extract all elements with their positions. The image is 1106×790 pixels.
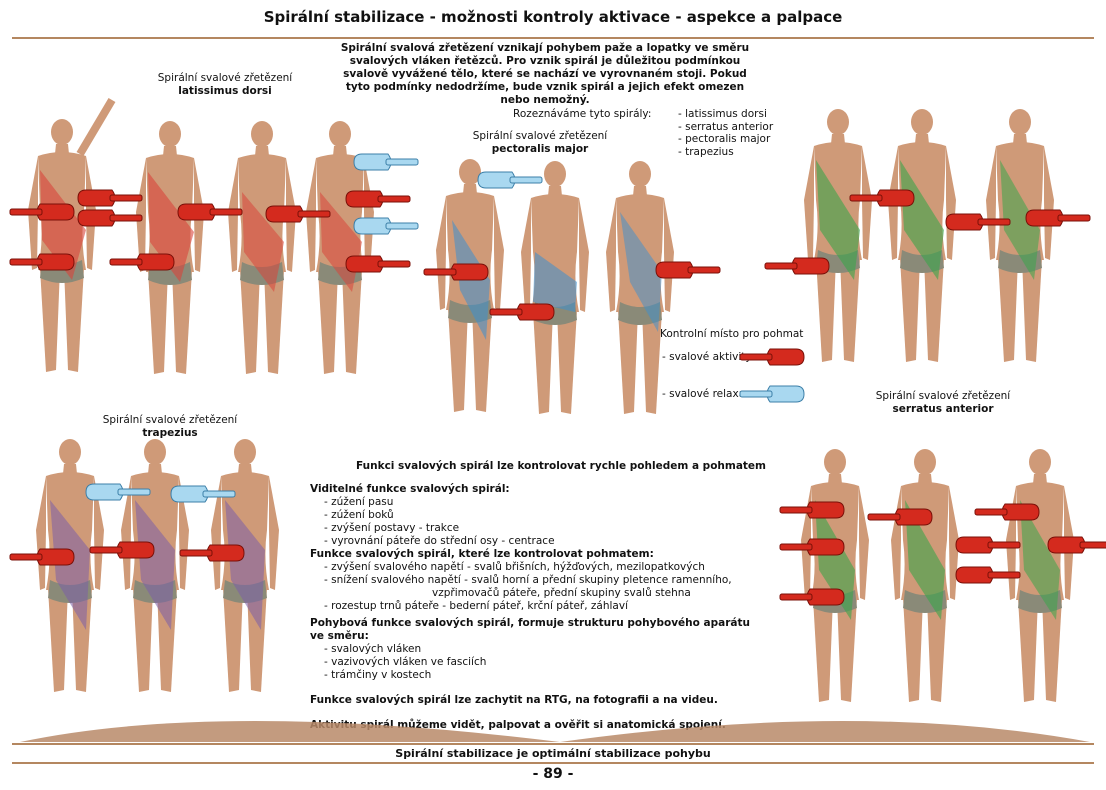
- list-item: - trámčiny v kostech: [324, 669, 432, 681]
- list-item: vzpřimovačů páteře, přední skupiny svalů…: [432, 587, 691, 599]
- page-number: - 89 -: [532, 766, 574, 782]
- caption-latissimus: Spirální svalové zřetězení latissimus do…: [157, 72, 293, 97]
- list-item: - trapezius: [678, 145, 734, 158]
- activity-hand-icon: [345, 190, 411, 208]
- footer-divider-top: [12, 743, 1094, 745]
- list-item: - zúžení boků: [324, 509, 394, 521]
- figure-serratus-3: [986, 109, 1054, 362]
- list-item: - vyrovnání páteře do střední osy - cent…: [324, 535, 555, 547]
- activity-hand-icon: [779, 501, 845, 519]
- activity-hand-icon: [179, 544, 245, 562]
- figure-latissimus-1: [28, 97, 116, 372]
- legend-relax-label: - svalové relaxace: [662, 388, 758, 400]
- spiral-list: - latissimus dorsi - serratus anterior -…: [678, 108, 773, 158]
- activity-hand-icon: [9, 253, 75, 271]
- figure-trapezius-1: [36, 439, 104, 692]
- relax-hand-icon: [170, 485, 236, 503]
- legend-title: Kontrolní místo pro pohmat: [660, 328, 804, 340]
- relax-hand-icon: [353, 153, 419, 171]
- figure-trapezius-3: [211, 439, 279, 692]
- legend-activity-icon: [739, 348, 805, 366]
- relax-hand-icon: [85, 483, 151, 501]
- list-item: - rozestup trnů páteře - bederní páteř, …: [324, 600, 628, 612]
- figure-latissimus-3: [228, 121, 296, 374]
- list-item: - zúžení pasu: [324, 496, 394, 508]
- activity-hand-icon: [9, 548, 75, 566]
- activity-hand-icon: [974, 503, 1040, 521]
- footer-text: Spirální stabilizace je optimální stabil…: [395, 747, 711, 760]
- list-item: - zvýšení svalového napětí - svalů břišn…: [324, 561, 705, 573]
- activity-hand-icon: [177, 203, 243, 221]
- motion-heading: Pohybová funkce svalových spirál, formuj…: [310, 617, 750, 629]
- activity-hand-icon: [77, 189, 143, 207]
- activity-hand-icon: [423, 263, 489, 281]
- function-heading: Funkci svalových spirál lze kontrolovat …: [356, 460, 766, 472]
- intro-paragraph: Spirální svalová zřetězení vznikají pohy…: [340, 42, 750, 106]
- figure-trapezius-2: [121, 439, 189, 692]
- motion-heading-2: ve směru:: [310, 630, 369, 642]
- list-item: - svalových vláken: [324, 643, 422, 655]
- list-item: - zvýšení postavy - trakce: [324, 522, 460, 534]
- figure-serratus-bottom-2: [891, 449, 959, 702]
- list-item: - vazivových vláken ve fasciích: [324, 656, 487, 668]
- activity-hand-icon: [779, 538, 845, 556]
- figure-serratus-bottom-1: [801, 449, 869, 702]
- activity-hand-icon: [265, 205, 331, 223]
- activity-hand-icon: [955, 566, 1021, 584]
- activity-hand-icon: [1025, 209, 1091, 227]
- caption-serratus: Spirální svalové zřetězení serratus ante…: [875, 390, 1011, 415]
- activity-hand-icon: [764, 257, 830, 275]
- activity-hand-icon: [955, 536, 1021, 554]
- activity-hand-icon: [655, 261, 721, 279]
- page-title: Spirální stabilizace - možnosti kontroly…: [263, 8, 843, 26]
- activity-hand-icon: [109, 253, 175, 271]
- list-item: - pectoralis major: [678, 133, 771, 145]
- spiral-list-label: Rozeznáváme tyto spirály:: [513, 108, 652, 120]
- activity-hand-icon: [489, 303, 555, 321]
- activity-hand-icon: [849, 189, 915, 207]
- relax-hand-icon: [353, 217, 419, 235]
- visible-heading: Viditelné funkce svalových spirál:: [310, 483, 510, 495]
- activity-hand-icon: [345, 255, 411, 273]
- activity-hand-icon: [1047, 536, 1106, 554]
- caption-pectoralis: Spirální svalové zřetězení pectoralis ma…: [472, 130, 608, 155]
- figure-pectoralis-2: [521, 161, 589, 414]
- figure-pectoralis-3: [606, 161, 674, 414]
- function-text: Funkci svalových spirál lze kontrolovat …: [310, 460, 780, 732]
- activity-hand-icon: [867, 508, 933, 526]
- list-item: - snížení svalového napětí - svalů horní…: [324, 574, 732, 586]
- activity-hand-icon: [945, 213, 1011, 231]
- list-item: - serratus anterior: [678, 120, 774, 133]
- figure-serratus-2: [888, 109, 956, 362]
- activity-hand-icon: [9, 203, 75, 221]
- figure-serratus-1: [804, 109, 872, 362]
- activity-hand-icon: [89, 541, 155, 559]
- caption-trapezius: Spirální svalové zřetězení trapezius: [102, 414, 238, 439]
- footer-divider-bottom: [12, 762, 1094, 764]
- list-item: - latissimus dorsi: [678, 108, 767, 120]
- figure-serratus-bottom-3: [1006, 449, 1074, 702]
- legend-activity-label: - svalové aktivity: [662, 351, 752, 363]
- legend-relax-icon: [739, 385, 805, 403]
- activity-hand-icon: [77, 209, 143, 227]
- palpation-heading: Funkce svalových spirál, které lze kontr…: [310, 548, 654, 560]
- rtg-note: Funkce svalových spirál lze zachytit na …: [310, 694, 718, 706]
- relax-hand-icon: [477, 171, 543, 189]
- activity-hand-icon: [779, 588, 845, 606]
- top-divider: [12, 37, 1094, 39]
